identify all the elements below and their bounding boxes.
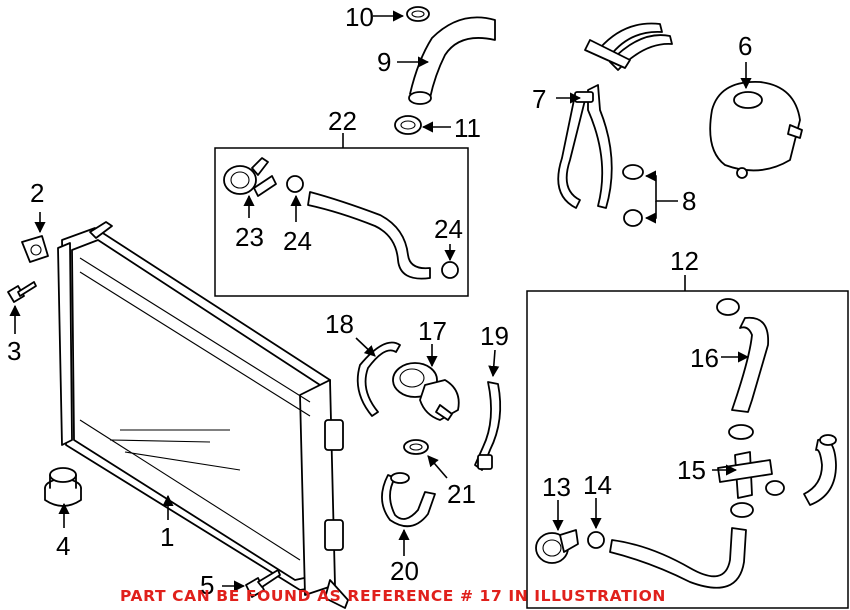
clamp-14 [587, 531, 605, 549]
footer-note: PART CAN BE FOUND AS REFERENCE # 17 IN I… [120, 587, 666, 605]
clamp-21 [403, 439, 429, 455]
leader-lines [9, 10, 752, 592]
bolt-5 [245, 569, 281, 598]
callout-18: 18 [325, 309, 354, 339]
bracket-2 [21, 235, 49, 263]
hose-assembly-7 [557, 22, 673, 209]
callout-6: 6 [738, 31, 752, 61]
clamp-16-top [716, 298, 740, 316]
group-frame-12 [526, 290, 849, 609]
callout-12: 12 [670, 246, 699, 276]
callout-8: 8 [682, 186, 696, 216]
callout-1: 1 [160, 522, 174, 552]
callout-20: 20 [390, 556, 419, 586]
callout-23: 23 [235, 222, 264, 252]
clamp-11 [394, 115, 422, 135]
callout-11: 11 [454, 113, 481, 143]
callout-16: 16 [690, 343, 719, 373]
callout-15: 15 [677, 455, 706, 485]
bolt-3 [7, 281, 37, 303]
callout-17: 17 [418, 316, 447, 346]
callout-14: 14 [583, 470, 612, 500]
hose-right [803, 434, 837, 506]
hose-20 [381, 472, 436, 528]
radiator [57, 221, 349, 609]
callout-5: 5 [200, 570, 214, 600]
water-pump [392, 362, 460, 421]
connector-23 [223, 157, 277, 197]
callout-24-left: 24 [283, 226, 312, 256]
group-frame-22 [214, 147, 469, 297]
bracket-18 [356, 341, 401, 417]
callout-10: 10 [345, 2, 374, 32]
tee-fitting-15 [717, 451, 785, 518]
lower-hose-12 [609, 527, 747, 589]
callout-21: 21 [447, 479, 476, 509]
clamp-24-left [286, 175, 304, 193]
callout-9: 9 [377, 47, 391, 77]
clamp-24-right [441, 261, 459, 279]
callout-22: 22 [328, 106, 357, 136]
callout-4: 4 [56, 531, 70, 561]
clamp-10 [406, 6, 430, 22]
mount-4 [44, 467, 82, 507]
clamp-16-bottom [728, 424, 754, 440]
hose-9 [408, 16, 496, 105]
callout-2: 2 [30, 178, 44, 208]
callout-19: 19 [480, 321, 509, 351]
caps-8 [622, 164, 644, 227]
connector-13 [535, 529, 579, 564]
callout-labels: 1 2 3 4 5 6 7 8 9 10 11 12 13 14 15 16 1… [7, 2, 752, 600]
expansion-tank [709, 81, 803, 179]
coolant-hose-22 [307, 191, 431, 280]
callout-7: 7 [532, 84, 546, 114]
callout-13: 13 [542, 472, 571, 502]
bracket-19 [474, 381, 502, 471]
callout-24-right: 24 [434, 214, 463, 244]
hose-16 [731, 316, 769, 413]
callout-3: 3 [7, 336, 21, 366]
